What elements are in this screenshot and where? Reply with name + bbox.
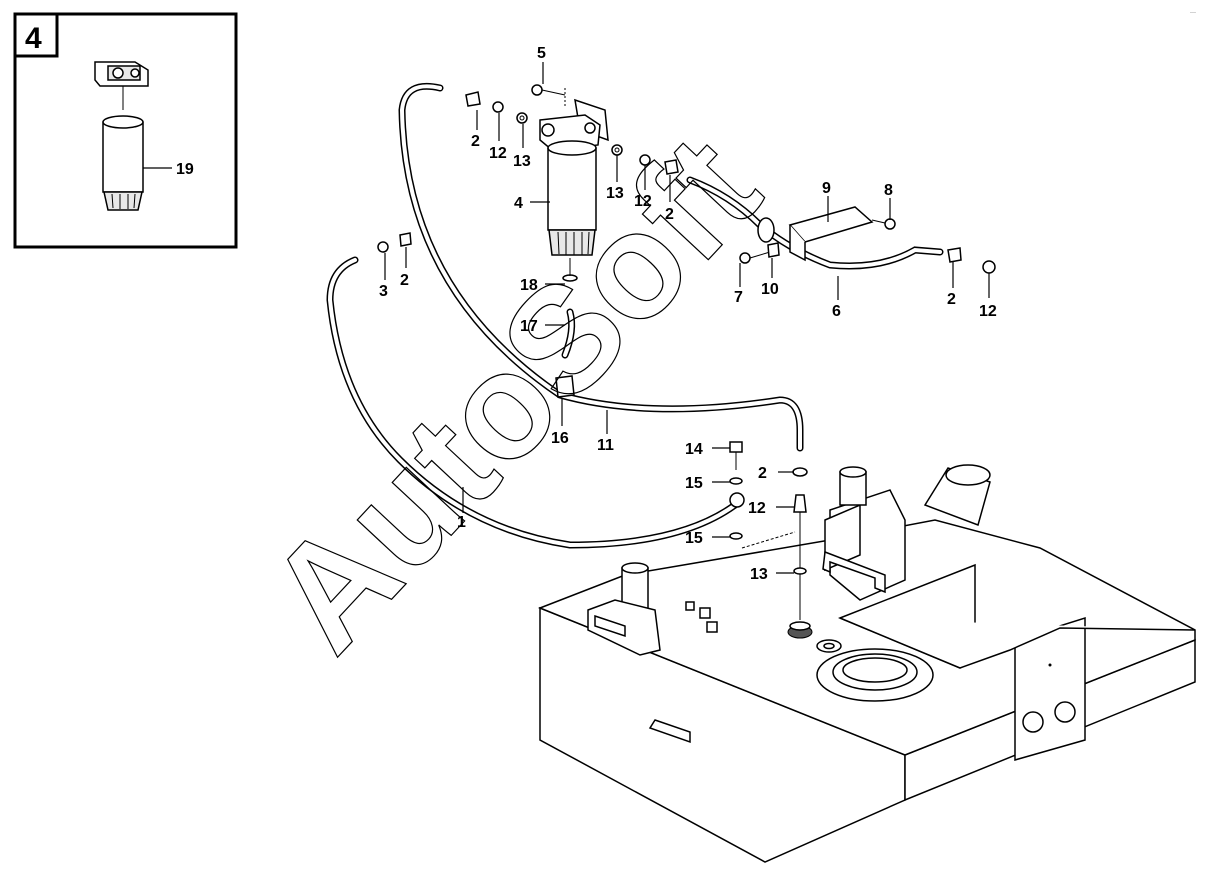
callout-2: 2	[947, 291, 956, 308]
callout-7: 7	[734, 289, 743, 306]
callout-3: 3	[379, 283, 388, 300]
callout-2: 2	[471, 133, 480, 150]
callout-13: 13	[750, 566, 768, 583]
callout-1: 1	[457, 514, 466, 531]
callout-6: 6	[832, 303, 841, 320]
callout-11: 11	[597, 437, 614, 454]
callout-12: 12	[979, 303, 997, 320]
corner-mark: ···	[1190, 10, 1196, 16]
callout-15: 15	[685, 530, 703, 547]
callout-8: 8	[884, 182, 893, 199]
callout-12: 12	[748, 500, 766, 517]
inset-label-19: 19	[176, 161, 194, 178]
inset-number: 4	[25, 22, 42, 55]
callout-10: 10	[761, 281, 779, 298]
hardware	[377, 84, 996, 620]
callout-2: 2	[758, 465, 767, 482]
callout-13: 13	[513, 153, 531, 170]
callout-4: 4	[514, 195, 523, 212]
callout-9: 9	[822, 180, 831, 197]
callout-5: 5	[537, 45, 546, 62]
inset-panel: 4 19	[13, 12, 238, 249]
callout-18: 18	[520, 277, 538, 294]
callout-15: 15	[685, 475, 703, 492]
callout-12: 12	[634, 193, 652, 210]
callout-17: 17	[520, 318, 538, 335]
fuel-tank	[537, 464, 1196, 863]
callout-13: 13	[606, 185, 624, 202]
hoses	[326, 82, 944, 549]
callout-16: 16	[551, 430, 569, 447]
callout-12: 12	[489, 145, 507, 162]
callouts: 5 2 12 13 4 13 12 2 9 8 3 2 18 17 7 10 6…	[379, 45, 997, 583]
callout-14: 14	[685, 441, 703, 458]
fuel-filter	[539, 98, 609, 282]
callout-2: 2	[665, 206, 674, 223]
callout-2: 2	[400, 272, 409, 289]
leader-lines	[384, 62, 990, 574]
